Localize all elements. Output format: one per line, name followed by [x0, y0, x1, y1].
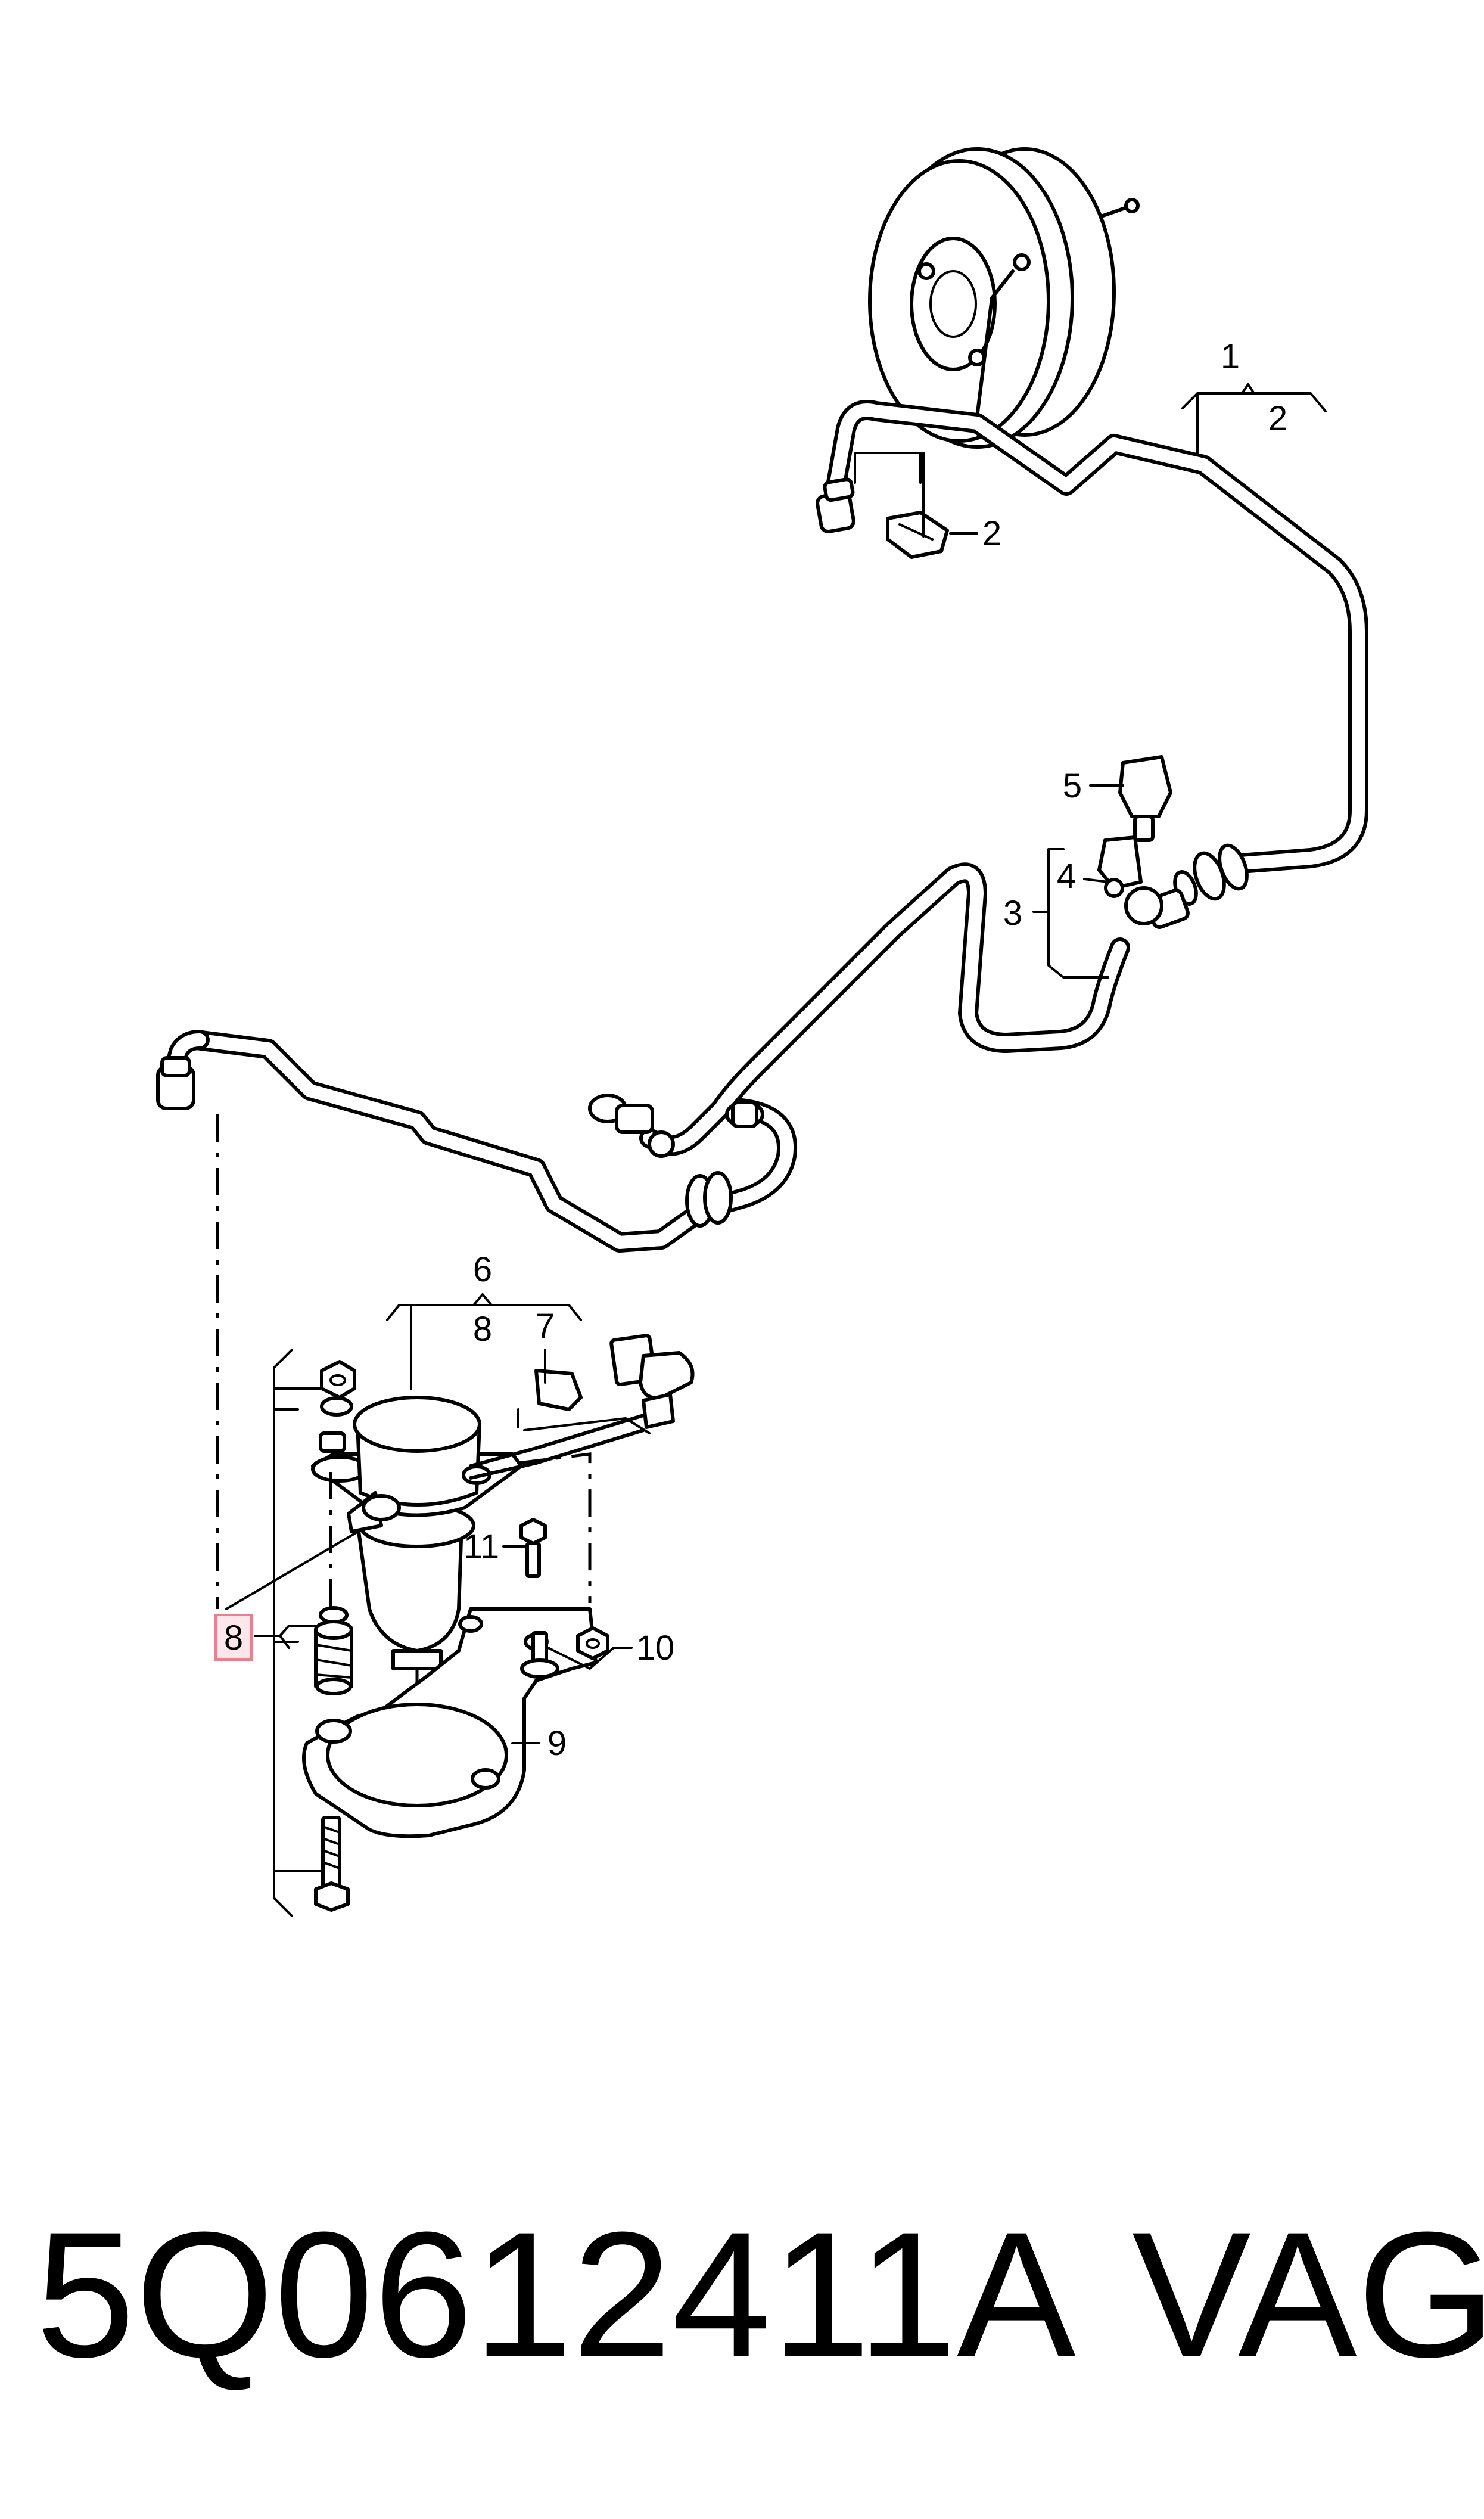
callout-5: 5 [1063, 766, 1082, 805]
brake-booster [868, 147, 1140, 449]
callout-3: 3 [1003, 894, 1022, 933]
one-way-valve [1146, 843, 1249, 929]
vacuum-sensor [1097, 755, 1172, 925]
assembly-bracket [273, 1349, 323, 1917]
ground-strap [517, 1408, 651, 1434]
callout-8-highlight: 8 [224, 1619, 243, 1657]
hose-sleeve [685, 1171, 733, 1228]
callout-leader-4 [1083, 878, 1109, 883]
callout-bracket-2 [854, 452, 978, 538]
callout-bracket-3 [1032, 848, 1109, 979]
vacuum-hose-line [160, 400, 1368, 1253]
hex-nut-10 [576, 1626, 609, 1660]
callout-11: 11 [463, 1527, 499, 1566]
highlight-leader [225, 1518, 379, 1610]
hex-bolt-11 [519, 1518, 547, 1578]
callout-1: 1 [1221, 337, 1240, 376]
hose-connector-left [156, 1056, 195, 1110]
electric-vacuum-pump [311, 1396, 523, 1670]
hose-connector-center [588, 1094, 675, 1158]
hex-nut-top [320, 1360, 356, 1399]
part-number: 5Q0612411A [36, 2194, 1076, 2394]
assembly-line-bracket-right [518, 1452, 592, 1603]
callout-7: 7 [536, 1307, 555, 1346]
callout-8-top: 8 [473, 1310, 492, 1349]
callout-4: 4 [1057, 857, 1076, 896]
bolt-long [314, 1816, 350, 1912]
callout-2-clip: 2 [982, 514, 1001, 553]
callout-bracket-8-highlight [254, 1625, 317, 1649]
rubber-bushing-upper [319, 1431, 346, 1453]
callout-leader-10 [547, 1647, 633, 1670]
wiring-harness [469, 1334, 695, 1480]
brand-name: VAG [1132, 2194, 1484, 2394]
t-connector-center [725, 1101, 764, 1128]
callout-10: 10 [636, 1629, 675, 1667]
callout-bracket-6 [386, 1293, 582, 1390]
callout-2-brake-line: 2 [1268, 399, 1287, 438]
callout-bracket-1 [1181, 383, 1327, 454]
callout-9: 9 [547, 1724, 567, 1763]
rubber-mount [314, 1606, 353, 1695]
stud-bolt [520, 1631, 559, 1679]
hose-clip-icon [886, 511, 949, 559]
highlight-box [214, 1614, 253, 1661]
hose-connector-booster [816, 477, 855, 533]
callout-6: 6 [473, 1250, 492, 1289]
washer-top [320, 1396, 353, 1417]
